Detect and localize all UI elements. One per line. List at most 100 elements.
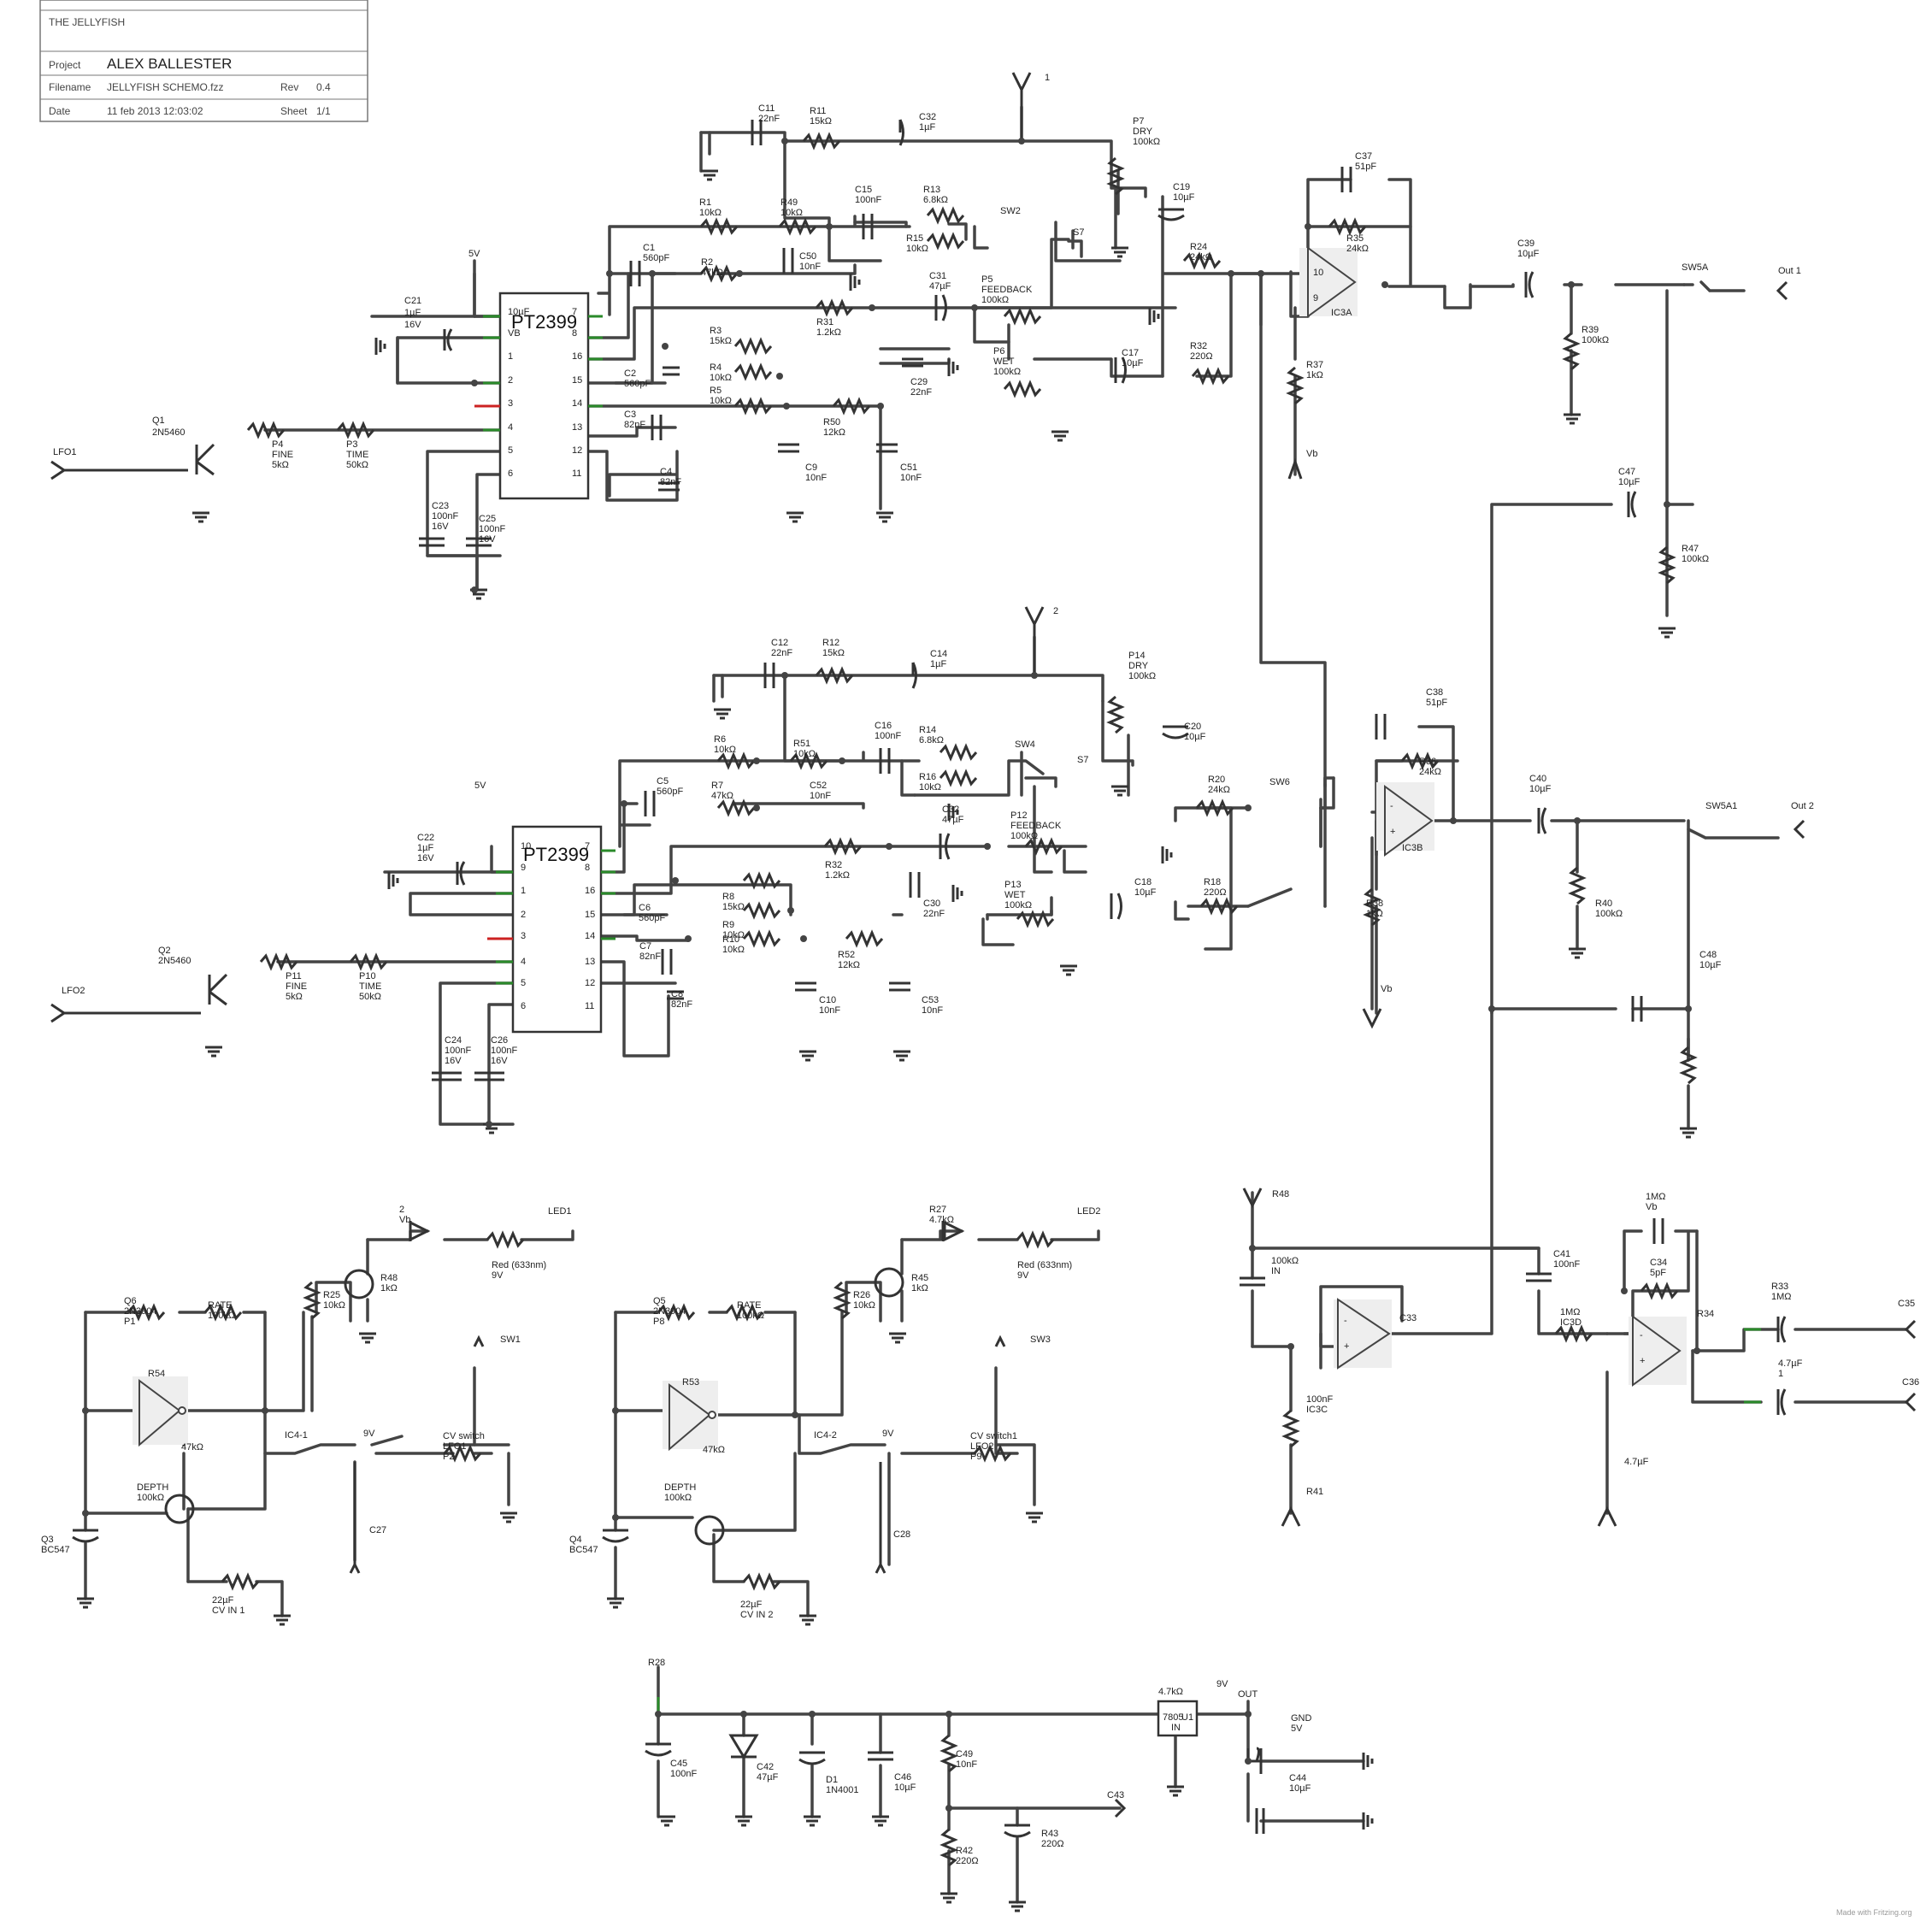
schematic-label: R35 [1346, 233, 1364, 244]
schematic-label: R14 [919, 725, 936, 735]
schematic-label: 100kΩ [1582, 335, 1609, 345]
schematic-label: C9 [805, 463, 817, 473]
date-value: 11 feb 2013 12:03:02 [107, 105, 203, 117]
schematic-label: 10µF [1618, 477, 1640, 487]
schematic-label: C10 [819, 995, 836, 1005]
schematic-label: + [1390, 827, 1395, 837]
schematic-label: C27 [369, 1525, 386, 1535]
schematic-label: C30 [923, 899, 940, 909]
schematic-label: TIME [359, 981, 381, 992]
schematic-label: 100kΩ [1128, 671, 1156, 681]
schematic-label: Q6 [124, 1296, 137, 1306]
project-value: ALEX BALLESTER [107, 56, 232, 72]
schematic-label: Q4 [569, 1535, 582, 1545]
schematic-label: 100kΩ [1595, 909, 1623, 919]
schematic-label: C23 [432, 501, 449, 511]
schematic-label: 1MΩ [1646, 1192, 1666, 1202]
schematic-label: C49 [956, 1749, 973, 1759]
schematic-label: BC547 [41, 1545, 70, 1555]
schematic-label: C18 [1134, 877, 1152, 887]
schematic-label: R47 [1682, 544, 1699, 554]
schematic-label: 16V [432, 521, 449, 532]
schematic-label: C51 [900, 463, 917, 473]
schematic-label: 1MΩ [1560, 1307, 1581, 1317]
schematic-label: 5V [1291, 1724, 1303, 1734]
schematic-label: C32 [919, 112, 936, 122]
schematic-label: 14 [585, 931, 595, 941]
schematic-label: - [1390, 801, 1393, 811]
schematic-label: 2N5460 [158, 956, 191, 966]
schematic-label: 51pF [1426, 698, 1447, 708]
schematic-label: 16V [445, 1056, 462, 1066]
schematic-label: 2N3904 [124, 1306, 157, 1317]
schematic-label: C25 [479, 514, 496, 524]
schematic-label: R18 [1204, 877, 1221, 887]
schematic-label: Q1 [152, 415, 165, 426]
schematic-label: 10kΩ [793, 749, 816, 759]
schematic-label: D1 [826, 1775, 838, 1785]
schematic-label: LFO2 [970, 1441, 994, 1452]
schematic-label: R25 [323, 1290, 340, 1300]
schematic-label: C42 [757, 1762, 774, 1772]
schematic-label: 3 [521, 931, 526, 941]
schematic-label: CV IN 2 [740, 1610, 774, 1620]
schematic-label: 13 [585, 957, 595, 967]
schematic-label: 50kΩ [346, 460, 368, 470]
schematic-label: 1.2kΩ [816, 327, 841, 338]
schematic-label: P4 [272, 439, 283, 450]
schematic-label: R50 [823, 417, 840, 427]
schematic-label: OUT [1238, 1689, 1258, 1700]
schematic-label: C15 [855, 185, 872, 195]
schematic-label: R20 [1208, 775, 1225, 785]
schematic-label: 1 [521, 886, 526, 896]
schematic-label: 10kΩ [714, 745, 736, 755]
schematic-label: R28 [648, 1658, 665, 1668]
schematic-label: U1 [1181, 1712, 1193, 1723]
schematic-label: C41 [1553, 1249, 1570, 1259]
schematic-label: DRY [1128, 661, 1149, 671]
schematic-label: 1N4001 [826, 1785, 859, 1795]
schematic-label: C43 [1107, 1790, 1124, 1800]
schematic-label: C16 [875, 721, 892, 731]
schematic-label: 22nF [771, 648, 792, 658]
schematic-label: R45 [911, 1273, 928, 1283]
schematic-label: CV switch [443, 1431, 485, 1441]
schematic-label: 2N5460 [152, 427, 186, 438]
schematic-label: 4.7µF [1778, 1358, 1803, 1369]
rev-label: Rev [280, 81, 298, 93]
schematic-label: RATE [208, 1300, 233, 1311]
schematic-label: C29 [910, 377, 928, 387]
schematic-label: Vb [1381, 984, 1392, 994]
schematic-label: - [1640, 1330, 1643, 1341]
schematic-label: R11 [810, 106, 826, 116]
schematic-label: Vb [399, 1215, 410, 1225]
schematic-label: FEEDBACK [981, 285, 1033, 295]
schematic-label: 10kΩ [780, 208, 803, 218]
schematic-label: 14 [572, 398, 582, 409]
schematic-label: 1µF [417, 843, 433, 853]
schematic-label: R8 [722, 892, 734, 902]
schematic-label: 47kΩ [701, 268, 723, 278]
schematic-label: 9V [882, 1429, 894, 1439]
schematic-label: Q2 [158, 946, 171, 956]
schematic-label: 24kΩ [1346, 244, 1369, 254]
schematic-label: 47µF [942, 815, 964, 825]
schematic-label: P12 [1010, 810, 1028, 821]
schematic-label: 10kΩ [699, 208, 722, 218]
schematic-label: 10µF [894, 1783, 916, 1793]
schematic-label: 10kΩ [722, 930, 745, 940]
schematic-label: R12 [822, 638, 839, 648]
schematic-label: FINE [286, 981, 307, 992]
schematic-label: 82nF [671, 999, 692, 1010]
schematic-label: DEPTH [664, 1482, 696, 1493]
schematic-label: FINE [272, 450, 293, 460]
schematic-label: 8 [572, 328, 577, 339]
schematic-label: 100kΩ [137, 1493, 164, 1503]
schematic-label: P8 [653, 1317, 664, 1327]
schematic-label: R1 [699, 197, 711, 208]
schematic-label: R40 [1595, 899, 1612, 909]
schematic-label: 220Ω [1041, 1839, 1064, 1849]
schematic-label: 9 [1313, 293, 1318, 303]
schematic-label: S7 [1073, 227, 1084, 238]
